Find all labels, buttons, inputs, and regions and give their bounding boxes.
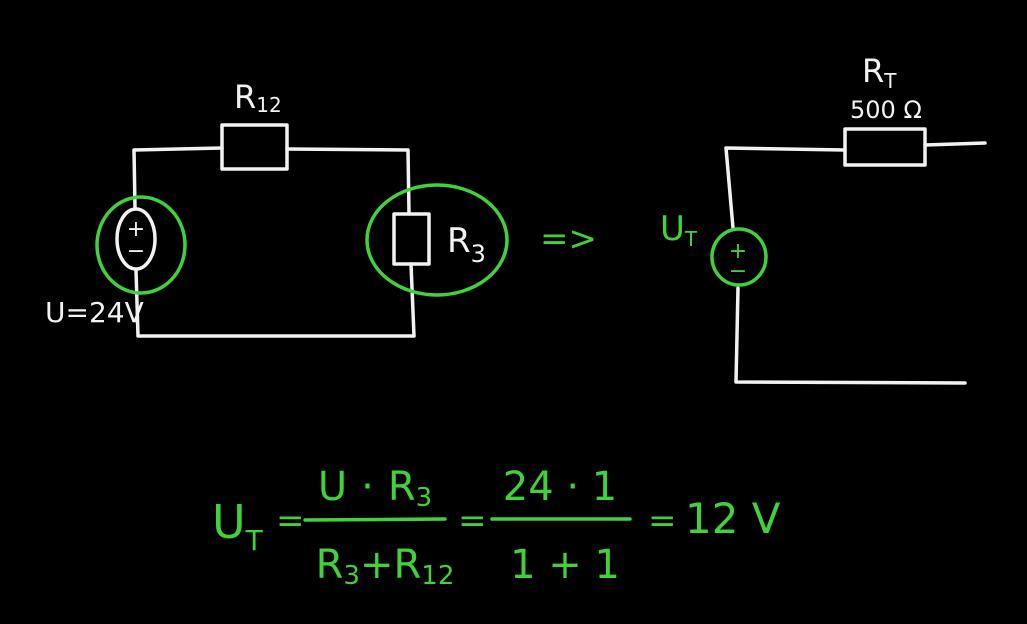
source-plus: + — [127, 217, 145, 242]
frac1-denominator: R3+R12 — [316, 542, 455, 591]
wire-right-bottom — [134, 262, 416, 338]
voltage-source-thevenin — [710, 227, 768, 287]
wire-top-left — [132, 146, 224, 210]
resistor-rt — [843, 127, 927, 167]
highlight-r3 — [365, 183, 509, 297]
wire-left-top — [724, 146, 847, 230]
source-minus: − — [127, 239, 145, 264]
frac2-numerator: 24 · 1 — [503, 464, 618, 510]
highlight-source — [95, 195, 187, 295]
eq-sign-3: = — [648, 501, 677, 541]
label-rt-value: 500 Ω — [850, 96, 922, 124]
frac1-numerator: U·R3 — [318, 464, 432, 513]
right-circuit: + − RT 500 Ω UT — [660, 52, 987, 385]
eq-lhs: UT — [212, 495, 264, 557]
voltage-source — [115, 207, 157, 271]
label-rt: RT — [862, 52, 897, 93]
frac2-denominator: 1 + 1 — [510, 542, 620, 588]
eq-sign-2: = — [458, 501, 487, 541]
resistor-r12 — [220, 123, 289, 171]
label-ut: UT — [660, 209, 698, 251]
implies-arrow: => — [540, 219, 597, 259]
label-source-voltage: U=24V — [45, 296, 144, 329]
eq-sign-1: = — [276, 501, 305, 541]
source-plus: + — [729, 239, 747, 264]
left-circuit: + − R12 R3 U=24V — [45, 78, 509, 338]
wire-out-top — [923, 141, 987, 147]
fraction-bar-1 — [303, 517, 447, 522]
eq-result: 12 V — [685, 494, 781, 543]
wire-left-bottom — [734, 286, 967, 385]
resistor-r3 — [392, 212, 431, 266]
label-r3: R3 — [447, 221, 486, 268]
source-minus: − — [729, 259, 747, 284]
label-r12: R12 — [234, 78, 282, 117]
thevenin-voltage-equation: UT = U·R3 R3+R12 = 24 · 1 1 + 1 = 12 V — [212, 464, 781, 591]
wire-top-right — [285, 147, 411, 216]
